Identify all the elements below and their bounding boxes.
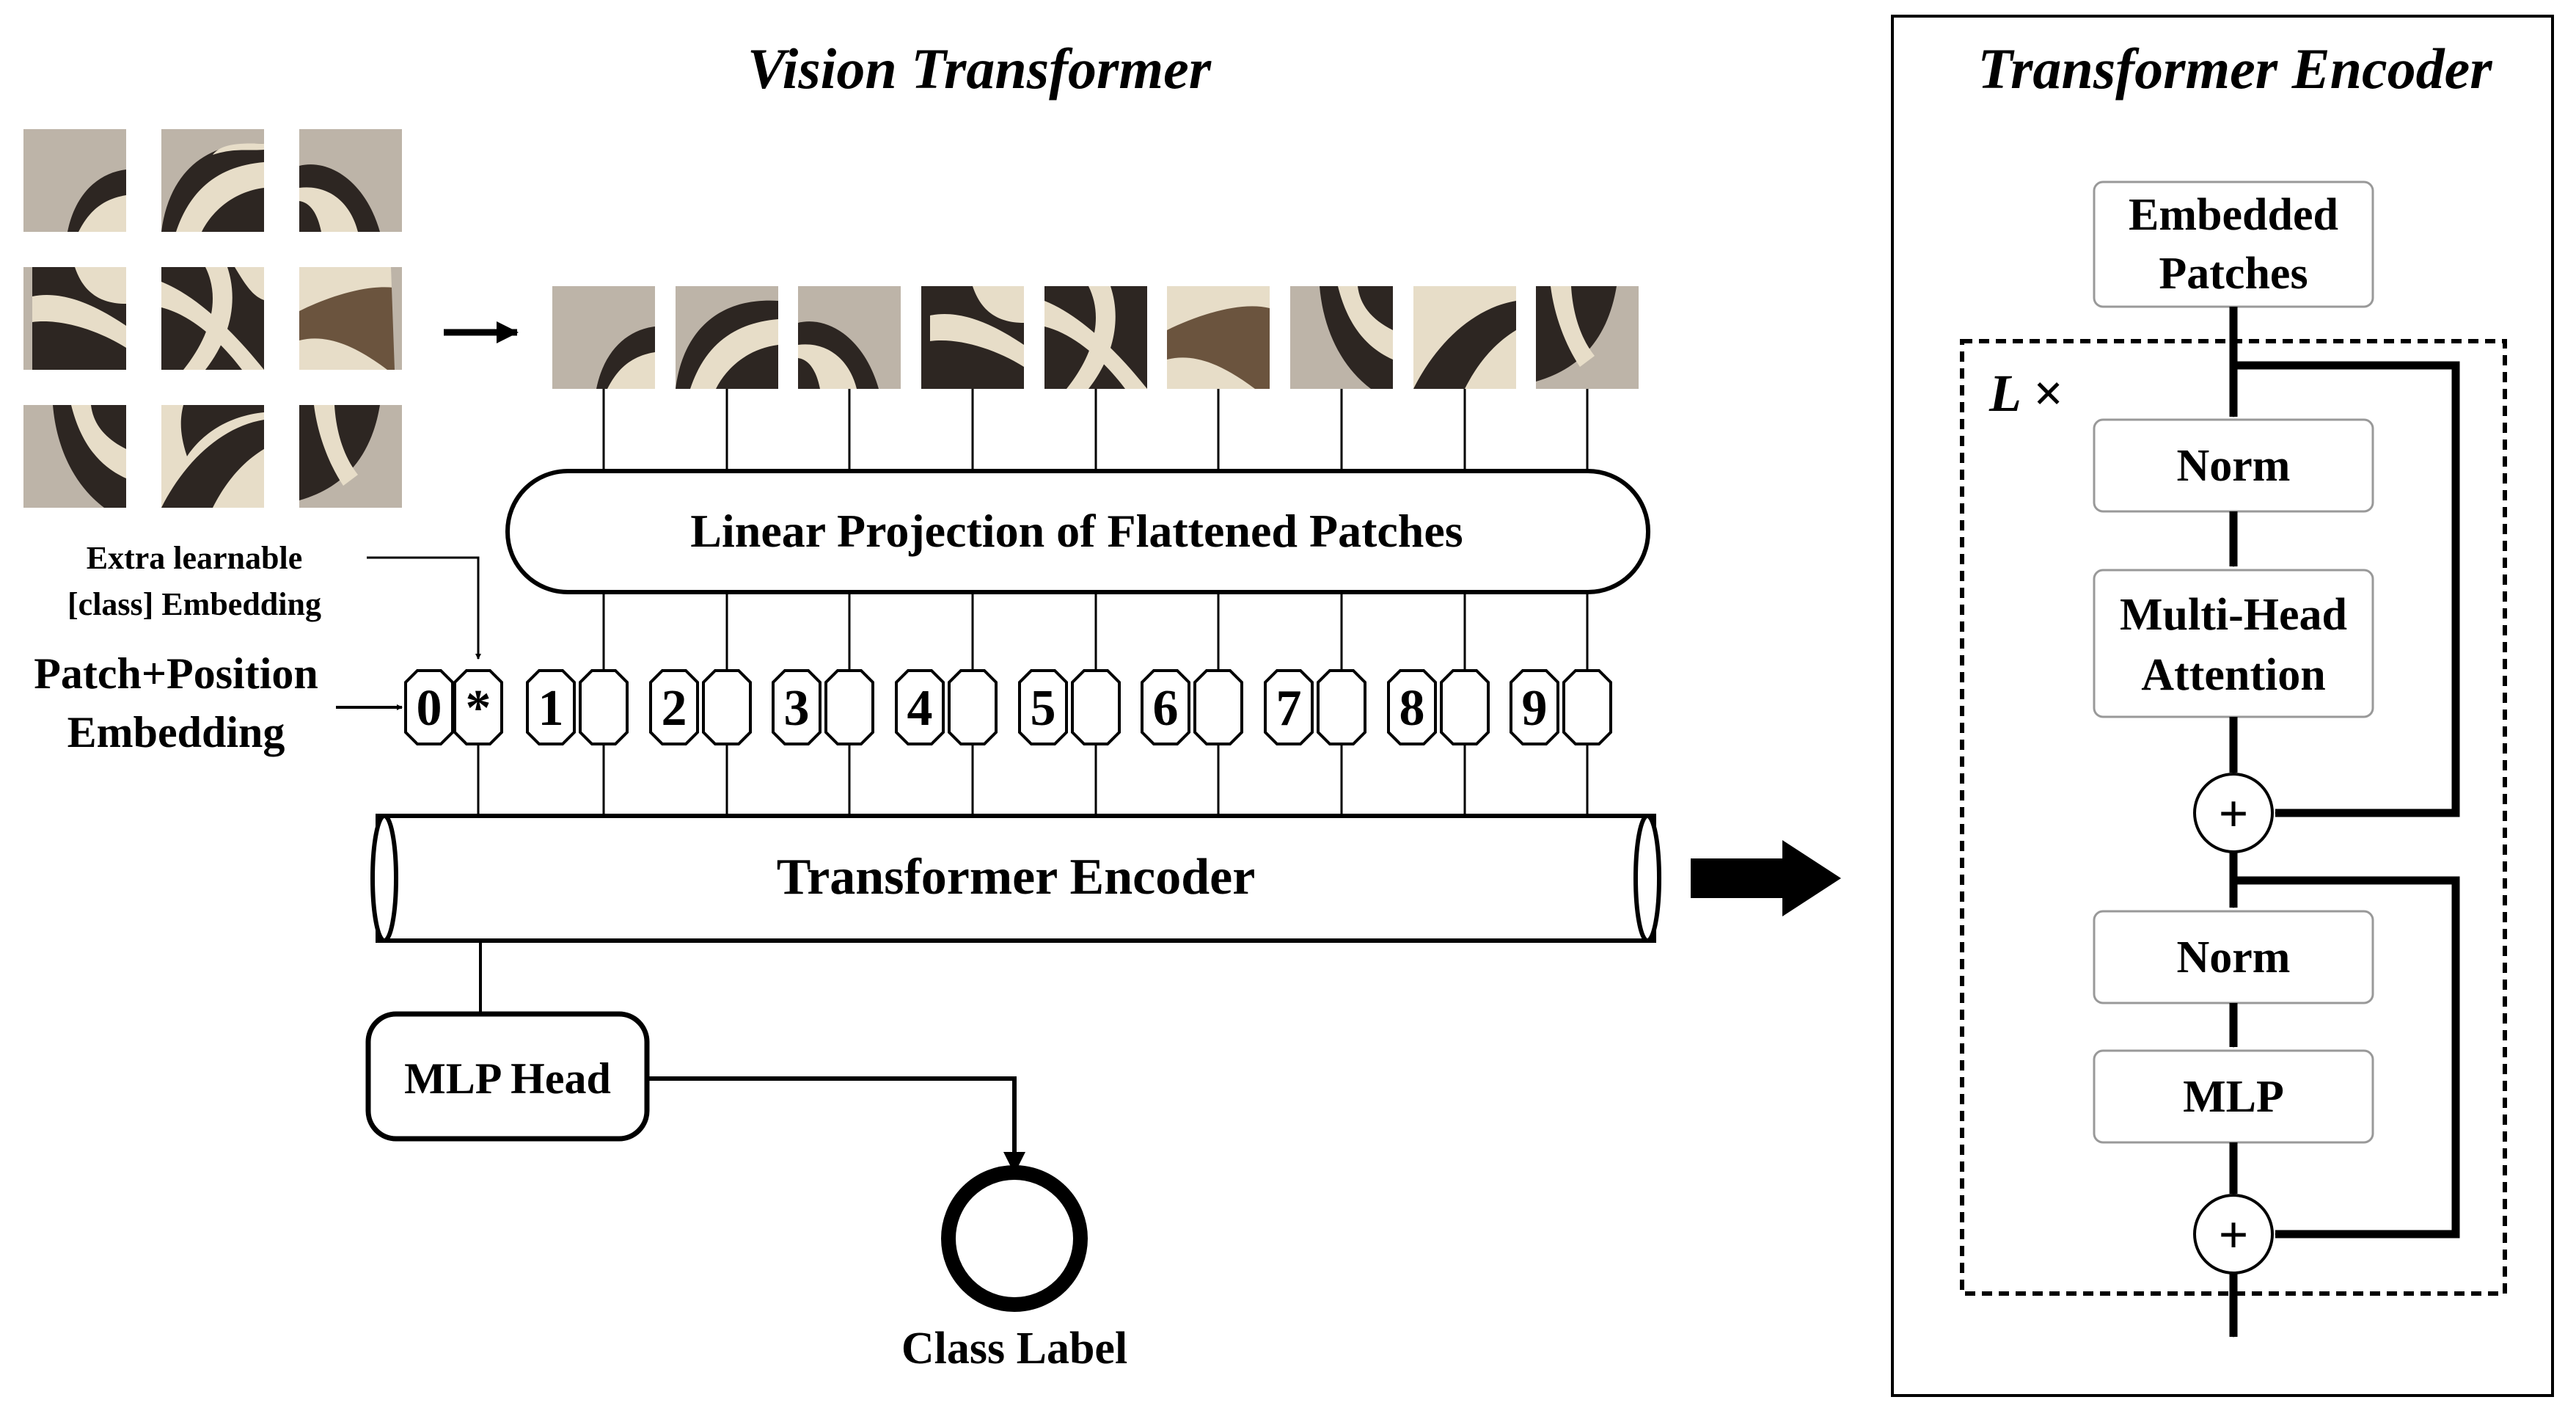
flattened-patch bbox=[921, 286, 1024, 389]
token-embedding-box bbox=[1317, 669, 1366, 745]
mlp-label: MLP bbox=[2183, 1072, 2284, 1122]
token-number-label: 8 bbox=[1399, 680, 1425, 737]
norm1-label: Norm bbox=[2177, 441, 2291, 491]
multi-head-attention-label-line1: Multi-Head bbox=[2120, 590, 2347, 640]
image-patch bbox=[299, 405, 402, 508]
token-embedding-box bbox=[453, 669, 503, 745]
image-patch bbox=[23, 405, 126, 508]
token-embedding-box bbox=[1193, 669, 1243, 745]
class-output-circle bbox=[941, 1165, 1088, 1312]
residual-connection-1 bbox=[2233, 361, 2460, 817]
encoder-detail-title: Transformer Encoder bbox=[1977, 37, 2492, 101]
residual-connection-2 bbox=[2233, 876, 2460, 1239]
token-number-box bbox=[404, 669, 454, 745]
token-embedding-box bbox=[824, 669, 874, 745]
flattened-patch bbox=[1290, 286, 1393, 389]
flattened-patch-sequence bbox=[552, 286, 1639, 471]
linear-projection-label: Linear Projection of Flattened Patches bbox=[690, 505, 1463, 557]
image-patch bbox=[161, 405, 264, 508]
token-number-box bbox=[1141, 669, 1190, 745]
token-embedding-box bbox=[1440, 669, 1490, 745]
extra-embedding-label-line1: Extra learnable bbox=[87, 540, 303, 576]
transformer-encoder-label: Transformer Encoder bbox=[777, 849, 1256, 905]
image-patch bbox=[299, 129, 402, 232]
position-token-row: 0 * 1 2 3 4 5 6 7 8 9 bbox=[404, 592, 1612, 816]
flattened-patch bbox=[552, 286, 655, 389]
mlp-to-class-arrow bbox=[647, 1076, 1025, 1174]
token-number-label: 6 bbox=[1153, 680, 1179, 737]
multi-head-attention-label-line2: Attention bbox=[2141, 650, 2325, 700]
vision-transformer-title: Vision Transformer bbox=[747, 37, 1212, 101]
flattened-patch bbox=[1167, 286, 1270, 389]
token-number-box bbox=[649, 669, 699, 745]
token-number-label: 9 bbox=[1522, 680, 1548, 737]
add1-symbol: + bbox=[2218, 784, 2248, 843]
flattened-patch bbox=[1413, 286, 1516, 389]
repeat-label: L × bbox=[1988, 364, 2063, 423]
token-number-label: 7 bbox=[1276, 680, 1302, 737]
image-patch bbox=[161, 267, 264, 370]
token-number-label: 5 bbox=[1031, 680, 1056, 737]
class-label: Class Label bbox=[901, 1324, 1127, 1374]
image-patch bbox=[23, 267, 126, 370]
embedded-patches-label-line2: Patches bbox=[2159, 249, 2308, 299]
token-number-box bbox=[1264, 669, 1314, 745]
image-patch bbox=[161, 129, 264, 232]
token-embedding-label: * bbox=[466, 680, 491, 737]
extra-embedding-label-line2: [class] Embedding bbox=[67, 586, 321, 622]
token-number-box bbox=[772, 669, 822, 745]
patch-position-label-line1: Patch+Position bbox=[34, 649, 318, 698]
token-embedding-box bbox=[579, 669, 629, 745]
norm2-label: Norm bbox=[2177, 933, 2291, 982]
token-number-box bbox=[895, 669, 945, 745]
token-embedding-box bbox=[948, 669, 998, 745]
token-number-label: 0 bbox=[417, 680, 442, 737]
token-number-label: 1 bbox=[538, 680, 564, 737]
add2-symbol: + bbox=[2218, 1205, 2248, 1264]
image-patch-grid bbox=[23, 129, 402, 508]
token-number-label: 4 bbox=[907, 680, 933, 737]
token-number-box bbox=[1510, 669, 1559, 745]
token-number-label: 3 bbox=[784, 680, 810, 737]
transformer-encoder-block bbox=[370, 814, 1661, 943]
token-number-label: 2 bbox=[662, 680, 687, 737]
token-number-box bbox=[1387, 669, 1437, 745]
flattened-patch bbox=[1536, 286, 1639, 389]
token-number-box bbox=[526, 669, 576, 745]
token-number-box bbox=[1018, 669, 1068, 745]
token-embedding-box bbox=[1562, 669, 1612, 745]
image-patch bbox=[23, 129, 126, 232]
token-embedding-box bbox=[702, 669, 752, 745]
patch-position-label-line2: Embedding bbox=[67, 708, 285, 756]
flattened-patch bbox=[676, 286, 778, 389]
token-embedding-box bbox=[1071, 669, 1121, 745]
flattened-patch bbox=[1044, 286, 1147, 389]
flattened-patch bbox=[798, 286, 901, 389]
linear-projection-box bbox=[505, 469, 1650, 594]
image-patch bbox=[299, 267, 402, 370]
to-encoder-detail-arrow bbox=[1691, 840, 1841, 916]
extra-embedding-pointer bbox=[367, 556, 481, 660]
embedded-patches-label-line1: Embedded bbox=[2129, 190, 2338, 240]
mlp-head-label: MLP Head bbox=[404, 1054, 611, 1103]
